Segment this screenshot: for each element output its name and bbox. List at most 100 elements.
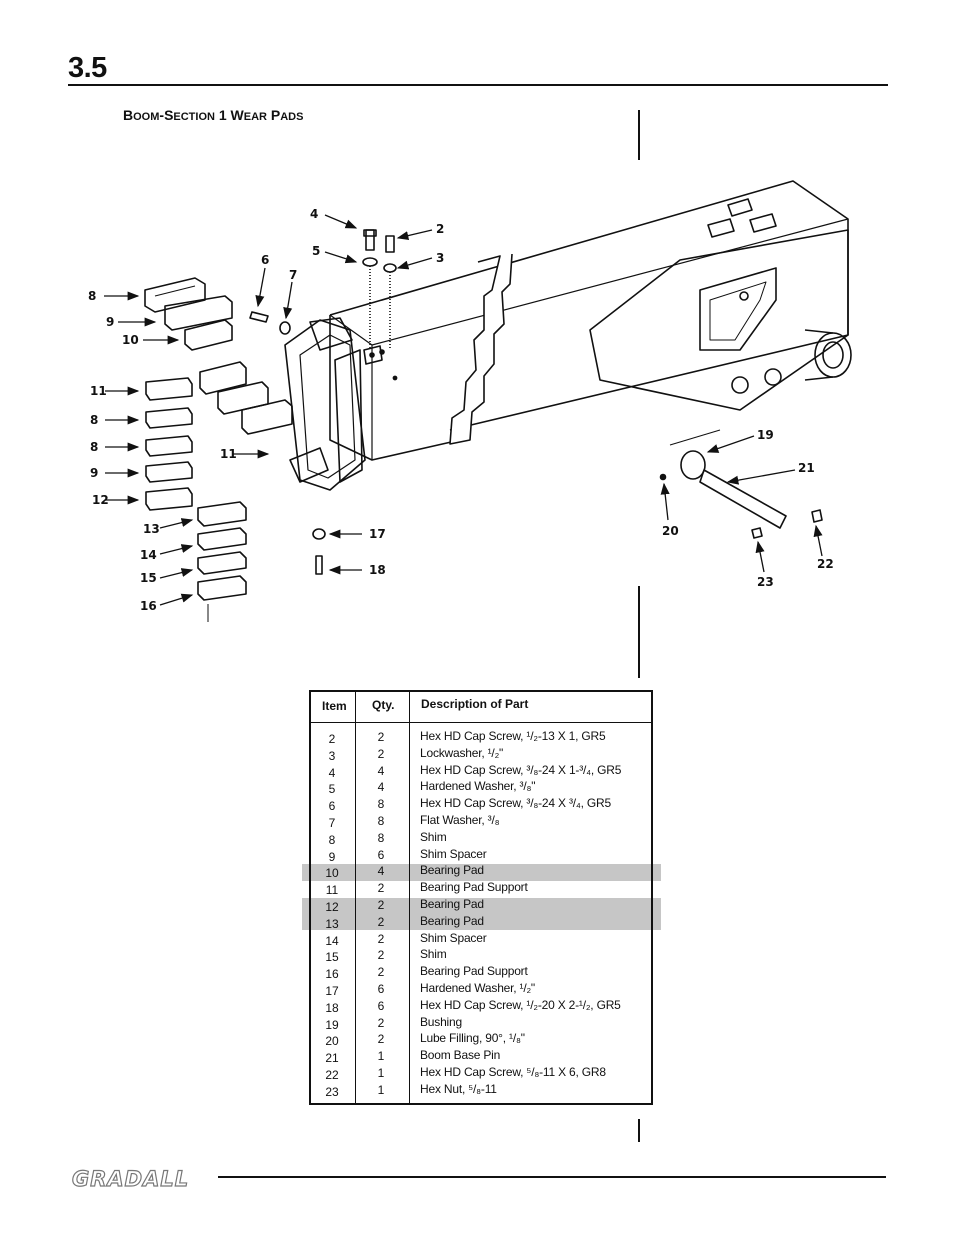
item-number: 4 — [328, 765, 336, 780]
part-description: Lube Filling, 90°, ¹/₈" — [420, 1031, 525, 1046]
table-row: 9 6 Shim Spacer — [309, 847, 653, 864]
margin-bar-bottom — [638, 1119, 640, 1142]
part-description: Hex Nut, ⁵/₈-11 — [420, 1081, 497, 1096]
quantity: 8 — [377, 830, 385, 845]
quantity: 1 — [377, 1066, 385, 1080]
part-description: Hex HD Cap Screw, ³/₈-24 X 1-³/₄, GR5 — [420, 762, 622, 777]
part-description: Boom Base Pin — [420, 1048, 501, 1063]
quantity: 2 — [377, 931, 385, 946]
section-number: 3.5 — [68, 52, 107, 84]
quantity: 8 — [377, 814, 385, 828]
column-header-item: Item — [322, 699, 347, 713]
logo-text: GRADALL — [72, 1167, 189, 1191]
callout-label: 8 — [90, 413, 98, 427]
column-divider — [409, 692, 410, 1103]
footer-rule — [218, 1176, 886, 1178]
callout-label: 14 — [140, 548, 157, 562]
callout-label: 11 — [220, 447, 237, 461]
part-description: Shim — [420, 829, 447, 844]
header-divider — [311, 722, 651, 723]
callout-label: 23 — [757, 575, 774, 589]
table-row: 12 2 Bearing Pad — [309, 897, 653, 914]
callout-label: 10 — [122, 333, 139, 347]
callout-label: 15 — [140, 571, 157, 585]
callout-label: 17 — [369, 527, 386, 541]
item-number: 13 — [325, 916, 339, 931]
callout-label: 8 — [88, 289, 96, 303]
item-number: 10 — [325, 866, 339, 881]
quantity: 2 — [377, 730, 385, 744]
item-number: 23 — [325, 1084, 339, 1099]
part-description: Hardened Washer, ³/₈" — [420, 779, 536, 794]
part-description: Bearing Pad — [420, 897, 484, 911]
gradall-logo: GRADALL — [70, 1166, 220, 1197]
part-description: Hex HD Cap Screw, ¹/₂-13 X 1, GR5 — [420, 729, 606, 743]
table-row: 17 6 Hardened Washer, ¹/₂" — [309, 981, 653, 998]
part-description: Bushing — [420, 1014, 462, 1029]
quantity: 4 — [377, 780, 385, 795]
part-description: Bearing Pad Support — [420, 964, 528, 979]
item-number: 19 — [325, 1017, 339, 1032]
callout-label: 2 — [436, 222, 444, 236]
part-description: Flat Washer, ³/₈ — [420, 813, 500, 827]
quantity: 2 — [377, 898, 385, 912]
callout-label: 3 — [436, 251, 444, 265]
margin-bar-top — [638, 110, 640, 160]
part-description: Shim — [420, 947, 447, 962]
item-number: 9 — [328, 849, 336, 864]
callout-label: 19 — [757, 428, 774, 442]
callout-label: 9 — [106, 315, 114, 329]
item-number: 7 — [328, 816, 336, 830]
part-description: Bearing Pad — [420, 913, 484, 928]
callout-label: 16 — [140, 599, 157, 613]
item-number: 14 — [325, 933, 339, 948]
quantity: 2 — [377, 914, 385, 929]
quantity: 8 — [377, 797, 385, 812]
part-description: Hex HD Cap Screw, ¹/₂-20 X 2-¹/₂, GR5 — [420, 997, 621, 1012]
quantity: 6 — [377, 847, 385, 862]
item-number: 12 — [325, 900, 339, 914]
item-number: 17 — [325, 984, 339, 998]
part-description: Bearing Pad Support — [420, 880, 528, 895]
quantity: 2 — [377, 881, 385, 896]
item-number: 11 — [325, 883, 339, 898]
table-row: 7 8 Flat Washer, ³/₈ — [309, 813, 653, 830]
callout-label: 21 — [798, 461, 815, 475]
column-header-qty: Qty. — [372, 698, 395, 712]
row-highlight — [302, 864, 661, 881]
quantity: 6 — [377, 982, 385, 996]
column-divider — [355, 692, 356, 1103]
callout-label: 4 — [310, 207, 318, 221]
part-description: Shim Spacer — [420, 846, 487, 861]
item-number: 20 — [325, 1034, 339, 1049]
table-row: 11 2 Bearing Pad Support — [309, 880, 653, 897]
part-description: Hardened Washer, ¹/₂" — [420, 981, 535, 995]
table-row: 2 2 Hex HD Cap Screw, ¹/₂-13 X 1, GR5 — [309, 729, 653, 746]
part-description: Hex HD Cap Screw, ⁵/₈-11 X 6, GR8 — [420, 1065, 606, 1079]
column-header-description: Description of Part — [421, 697, 529, 711]
page-title: BOOM-SECTION 1 WEAR PADS — [123, 107, 304, 123]
item-number: 2 — [328, 732, 336, 746]
callout-label: 22 — [817, 557, 834, 571]
item-number: 8 — [328, 832, 336, 847]
item-number: 3 — [328, 748, 336, 763]
table-row: 13 2 Bearing Pad — [309, 914, 653, 931]
item-number: 22 — [325, 1068, 339, 1082]
margin-bar-middle — [638, 586, 640, 678]
callout-label: 7 — [289, 268, 297, 282]
item-number: 6 — [328, 799, 336, 814]
callout-label: 5 — [312, 244, 320, 258]
part-description: Bearing Pad — [420, 863, 484, 878]
